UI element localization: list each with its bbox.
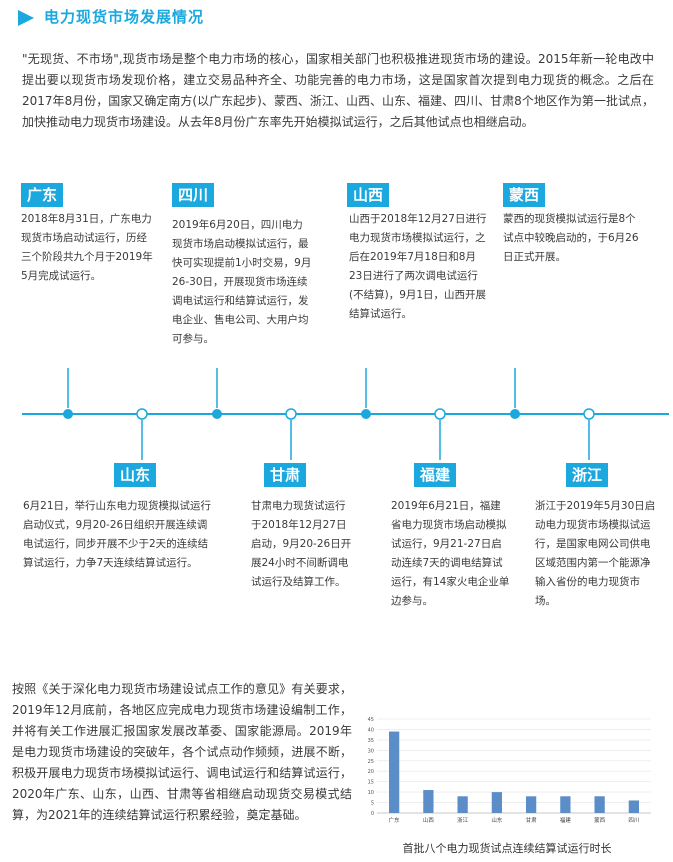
timeline-dot-filled — [63, 409, 73, 419]
region-desc-shandong: 6月21日，举行山东电力现货模拟试运行启动仪式，9月20-26日组织开展连续调电… — [23, 500, 212, 569]
y-tick-label: 0 — [371, 811, 374, 817]
x-tick-label: 广东 — [389, 816, 401, 824]
bar — [560, 796, 571, 813]
title-arrow-icon — [18, 10, 34, 26]
region-tag-shanxi: 山西 — [347, 183, 390, 207]
page-title: 电力现货市场发展情况 — [44, 8, 205, 26]
bar — [423, 790, 434, 813]
region-tag-mengxi: 蒙西 — [503, 183, 546, 207]
timeline-graphic — [22, 368, 669, 460]
region-tag-fujian: 福建 — [414, 463, 457, 487]
region-desc-guangdong: 2018年8月31日，广东电力现货市场启动试运行，历经三个阶段共九个月于2019… — [21, 213, 153, 282]
timeline-dot-hollow — [583, 408, 595, 420]
bar — [388, 731, 400, 813]
y-tick-label: 20 — [368, 769, 374, 775]
x-tick-label: 山西 — [423, 816, 435, 824]
region-desc-zhejiang: 浙江于2019年5月30日启动电力现货市场模拟试运行，是国家电网公司供电区域范围… — [535, 500, 656, 607]
bar-chart: 0 5 10 15 20 25 30 35 40 45 广东 山西 浙江 山东 甘肃 福建 蒙西 四川 — [368, 717, 651, 824]
summary-paragraph: 按照《关于深化电力现货市场建设试点工作的意见》有关要求，2019年12月底前，各… — [12, 682, 352, 822]
y-tick-label: 5 — [371, 801, 374, 807]
x-tick-label: 山东 — [491, 816, 503, 824]
region-tag-guangdong: 广东 — [21, 183, 64, 207]
y-tick-label: 45 — [368, 717, 374, 723]
timeline-dot-filled — [212, 409, 222, 419]
timeline-dot-hollow — [285, 408, 297, 420]
region-desc-fujian: 2019年6月21日，福建省电力现货市场启动模拟试运行，9月21-27日启动连续… — [391, 500, 510, 607]
region-desc-mengxi: 蒙西的现货模拟试运行是8个试点中较晚启动的，于6月26日正式开展。 — [503, 213, 639, 263]
bar — [594, 796, 605, 813]
region-desc-shanxi: 山西于2018年12月27日进行电力现货市场模拟试运行，之后在2019年7月18… — [349, 213, 487, 320]
timeline-dot-hollow — [434, 408, 446, 420]
x-tick-label: 甘肃 — [526, 816, 538, 824]
chart-caption: 首批八个电力现货试点连续结算试运行时长 — [402, 842, 612, 855]
region-tag-shandong: 山东 — [114, 463, 157, 487]
timeline-dot-hollow — [136, 408, 148, 420]
region-tag-sichuan: 四川 — [172, 183, 215, 207]
x-tick-label: 浙江 — [457, 816, 469, 824]
y-tick-label: 15 — [368, 780, 374, 786]
bar — [491, 792, 503, 813]
y-tick-label: 30 — [368, 748, 374, 754]
y-tick-label: 10 — [368, 790, 374, 796]
x-tick-label: 蒙西 — [594, 816, 606, 824]
region-desc-sichuan: 2019年6月20日，四川电力现货市场启动模拟试运行，最快可实现提前1小时交易，… — [172, 219, 312, 345]
y-tick-label: 35 — [368, 738, 374, 744]
x-tick-label: 四川 — [628, 817, 639, 824]
bar — [525, 796, 537, 813]
intro-paragraph: "无现货、不市场",现货市场是整个电力市场的核心，国家相关部门也积极推进现货市场… — [22, 52, 654, 129]
timeline-dot-filled — [510, 409, 520, 419]
y-tick-label: 25 — [368, 759, 374, 765]
region-tag-gansu: 甘肃 — [264, 463, 307, 487]
chart-container: 0 5 10 15 20 25 30 35 40 45 广东 山西 浙江 山东 甘肃 福建 蒙西 四川 — [357, 715, 657, 835]
y-tick-label: 40 — [368, 727, 374, 733]
region-desc-gansu: 甘肃电力现货试运行于2018年12月27日启动，9月20-26日开展24小时不间… — [251, 500, 352, 588]
region-tag-zhejiang: 浙江 — [566, 463, 609, 487]
timeline-dot-filled — [361, 409, 371, 419]
bar — [628, 800, 640, 813]
x-tick-label: 福建 — [560, 816, 572, 824]
bar — [457, 796, 468, 813]
